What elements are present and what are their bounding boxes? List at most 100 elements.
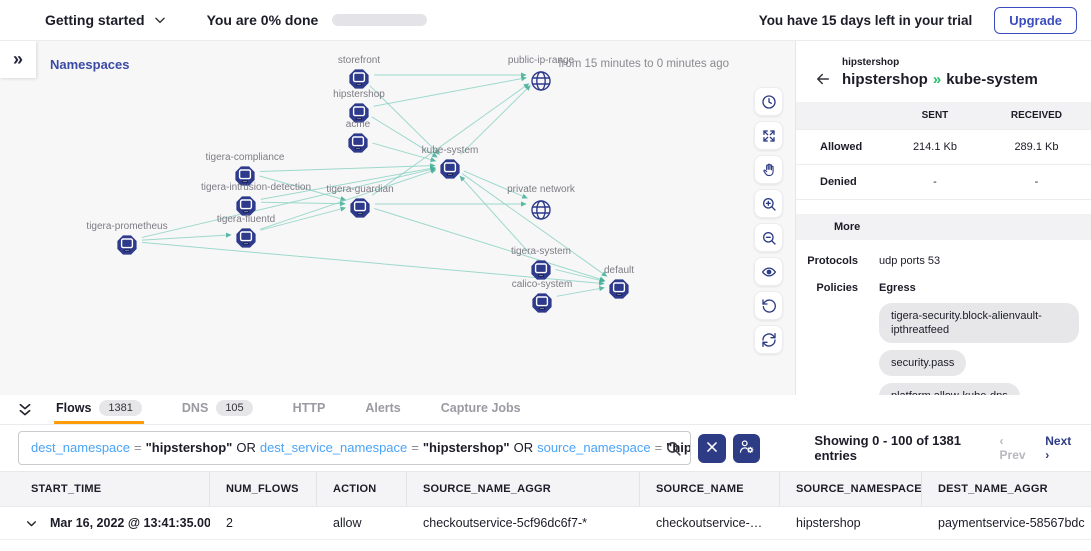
graph-node-tigera-intrusion-detection[interactable]: tigera-intrusion-detection (201, 182, 312, 221)
pan-hand-button[interactable] (754, 155, 783, 184)
column-header-action[interactable]: ACTION (317, 472, 407, 506)
detail-panel: hipstershop hipstershop»kube-system SENT… (795, 41, 1091, 395)
tab-count-badge: 1381 (99, 400, 142, 416)
graph-node-storefront[interactable]: storefront (314, 55, 404, 94)
policies-label: Policies (816, 282, 858, 294)
query-token: "hipstershop" (145, 440, 233, 455)
graph-node-kube-system[interactable]: kube-system (405, 145, 495, 184)
column-header-start_time[interactable]: START_TIME (0, 472, 210, 506)
query-token: "hipstershop" (666, 440, 690, 455)
upgrade-button[interactable]: Upgrade (994, 6, 1077, 34)
graph-title: Namespaces (50, 57, 130, 72)
chevron-down-icon[interactable] (153, 13, 167, 27)
prev-page-button[interactable]: ‹ Prev (999, 434, 1026, 462)
zoom-out-button[interactable] (754, 223, 783, 252)
column-header-source_name_aggr[interactable]: SOURCE_NAME_AGGR (407, 472, 640, 506)
node-label: calico-system (511, 279, 573, 290)
cell-source_name: checkoutservice-… (656, 516, 763, 530)
node-label: public-ip-range (507, 55, 575, 66)
refresh-icon (761, 332, 777, 348)
more-section-header[interactable]: More (796, 214, 1091, 240)
graph-node-tigera-prometheus[interactable]: tigera-prometheus (82, 221, 172, 260)
undo-button[interactable] (754, 291, 783, 320)
expand-sidebar-button[interactable]: » (0, 41, 36, 78)
getting-started-menu[interactable]: Getting started (45, 12, 145, 28)
progress-label: You are 0% done (206, 12, 319, 28)
column-header-source_namespace[interactable]: SOURCE_NAMESPACE (780, 472, 922, 506)
collapse-panel-icon[interactable] (16, 402, 34, 418)
protocols-label: Protocols (807, 255, 858, 267)
column-header-source_name[interactable]: SOURCE_NAME (640, 472, 780, 506)
namespace-node-icon (236, 228, 256, 248)
column-header-dest_name_aggr[interactable]: DEST_NAME_AGGR (938, 483, 1048, 495)
main-area: storefront public-ip-range hipstershop acme… (0, 41, 1091, 395)
zoom-in-button[interactable] (754, 189, 783, 218)
tab-alerts[interactable]: Alerts (363, 395, 402, 424)
graph-node-tigera-fluentd[interactable]: tigera-fluentd (201, 214, 291, 253)
close-icon (705, 440, 719, 457)
graph-node-calico-system[interactable]: calico-system (497, 279, 587, 318)
namespace-node-icon (348, 133, 368, 153)
graph-node-tigera-system[interactable]: tigera-system (496, 246, 586, 285)
node-label: tigera-intrusion-detection (201, 182, 312, 193)
graph-node-tigera-guardian[interactable]: tigera-guardian (315, 184, 405, 223)
cell-action: allow (333, 516, 362, 530)
graph-node-acme[interactable]: acme (313, 119, 403, 158)
globe-icon (529, 198, 553, 222)
clock-button[interactable] (754, 87, 783, 116)
expand-row-icon[interactable] (25, 517, 38, 530)
detail-context-label: hipstershop (842, 57, 900, 68)
tab-capture-jobs[interactable]: Capture Jobs (439, 395, 523, 424)
query-token: = (654, 440, 663, 455)
tab-label: HTTP (292, 401, 326, 415)
expand-icon (761, 128, 777, 144)
node-label: hipstershop (333, 89, 385, 100)
clear-search-button[interactable] (697, 433, 726, 463)
policies-direction-label: Egress (879, 282, 916, 294)
refresh-button[interactable] (754, 325, 783, 354)
graph-node-hipstershop[interactable]: hipstershop (314, 89, 404, 128)
tab-http[interactable]: HTTP (291, 395, 328, 424)
back-arrow-icon[interactable] (814, 70, 832, 88)
query-token: "hipstershop" (422, 440, 510, 455)
column-header-num_flows[interactable]: NUM_FLOWS (210, 472, 317, 506)
graph-node-private-network[interactable]: private network (496, 184, 586, 227)
zoom-in-icon (761, 196, 777, 212)
eye-button[interactable] (754, 257, 783, 286)
eye-icon (761, 264, 777, 280)
namespace-node-icon (235, 166, 255, 186)
next-page-button[interactable]: Next › (1045, 434, 1072, 462)
graph-node-public-ip-range[interactable]: public-ip-range (496, 55, 586, 98)
user-gear-icon (738, 438, 755, 458)
undo-icon (761, 298, 777, 314)
cell-source_name_aggr: checkoutservice-5cf96dc6f7-* (423, 516, 587, 530)
graph-node-tigera-compliance[interactable]: tigera-compliance (200, 152, 290, 191)
protocols-value: udp ports 53 (879, 255, 941, 267)
graph-node-default[interactable]: default (574, 265, 664, 304)
policy-pill-list: tigera-security.block-alienvault-ipthrea… (879, 303, 1091, 395)
progress-bar (332, 14, 428, 26)
tab-label: DNS (181, 401, 209, 415)
globe-icon (529, 69, 553, 93)
expand-button[interactable] (754, 121, 783, 150)
saved-search-button[interactable] (732, 433, 761, 463)
query-token: dest_service_namespace (259, 440, 408, 455)
trial-days-text: You have 15 days left in your trial (758, 12, 973, 28)
node-label: private network (507, 184, 575, 195)
policy-pill[interactable]: security.pass (879, 350, 967, 376)
node-label: tigera-guardian (326, 184, 394, 195)
policy-pill[interactable]: tigera-security.block-alienvault-ipthrea… (879, 303, 1079, 343)
policy-pill[interactable]: platform.allow-kube-dns (879, 383, 1020, 395)
traffic-col-sent: SENT (888, 102, 982, 130)
namespace-node-icon (349, 69, 369, 89)
node-label: default (603, 265, 635, 276)
node-label: kube-system (421, 145, 479, 156)
search-icon[interactable] (665, 440, 682, 457)
